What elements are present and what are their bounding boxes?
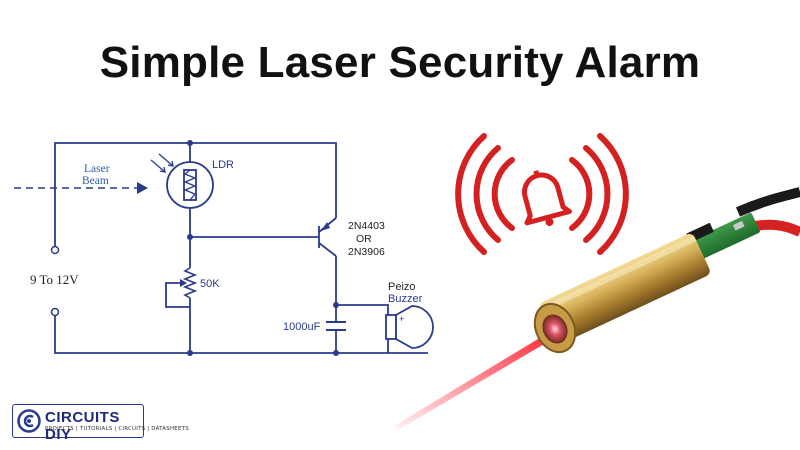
supply-terminal-negative [50, 307, 60, 317]
svg-text:Laser Beam: Laser Beam [82, 163, 112, 187]
transistor-label-line1: 2N4403 [348, 220, 385, 232]
junction-dot [187, 350, 193, 356]
pot-zigzag [182, 267, 198, 299]
bottom-rail-wire [54, 315, 428, 354]
laser-brass-tube [540, 233, 710, 344]
top-rail-wire [54, 142, 337, 247]
supply-label: 9 To 12V [30, 272, 79, 287]
supply-terminal-positive [50, 245, 60, 255]
transistor-label-line2: OR [356, 233, 372, 245]
circuits-diy-logo[interactable]: CIRCUITS DIY PROJECTS | TUTORIALS | CIRC… [12, 404, 189, 443]
buzzer-label-line1: Peizo [388, 281, 416, 293]
buzzer-label-line2: Buzzer [388, 293, 423, 305]
capacitor-symbol [326, 321, 346, 331]
logo-name: CIRCUITS DIY [45, 409, 120, 443]
ldr-label: LDR [212, 159, 234, 171]
ldr-symbol [166, 161, 214, 209]
junction-dots [187, 140, 339, 356]
ldr-zigzag [183, 169, 197, 201]
alarm-bell-icon [455, 133, 629, 255]
transistor-collector [318, 242, 337, 257]
junction-dot [187, 140, 193, 146]
laser-module-image [394, 187, 800, 430]
buzzer-box [385, 314, 397, 340]
junction-dot [333, 302, 339, 308]
black-wire [735, 187, 800, 217]
logo-tagline: PROJECTS | TUTORIALS | CIRCUITS | DATASH… [45, 426, 189, 432]
buzzer-cone [395, 305, 434, 349]
capacitor-label: 1000uF [283, 321, 321, 333]
laser-aperture [542, 314, 568, 344]
pot-label: 50K [200, 278, 220, 290]
light-arrows-icon [150, 153, 174, 173]
pot-wiper-arrow [180, 279, 187, 287]
junction-dot [333, 350, 339, 356]
junction-dot [187, 234, 193, 240]
transistor-label-line3: 2N3906 [348, 246, 385, 258]
laser-beam-ray [394, 333, 551, 430]
laser-beam-label-line2: Beam [82, 175, 109, 187]
buzzer-top-wire [336, 304, 389, 318]
transistor-emitter-arrow [321, 222, 330, 231]
buzzer-plus: + [399, 314, 404, 324]
circuit-wires [54, 142, 428, 354]
page-title: Simple Laser Security Alarm [99, 38, 701, 87]
circuits-diy-logo-icon [17, 409, 41, 433]
buzzer-symbol [385, 305, 434, 349]
svg-text:2N4403 OR 2N3906: 2N4403 OR 2N3906 [348, 220, 388, 258]
svg-text:Peizo Buzzer: Peizo Buzzer [388, 281, 423, 305]
laser-beam-arrowhead [137, 182, 148, 194]
laser-beam-label-line1: Laser [84, 163, 110, 175]
pot-wiper-wire [165, 282, 190, 308]
